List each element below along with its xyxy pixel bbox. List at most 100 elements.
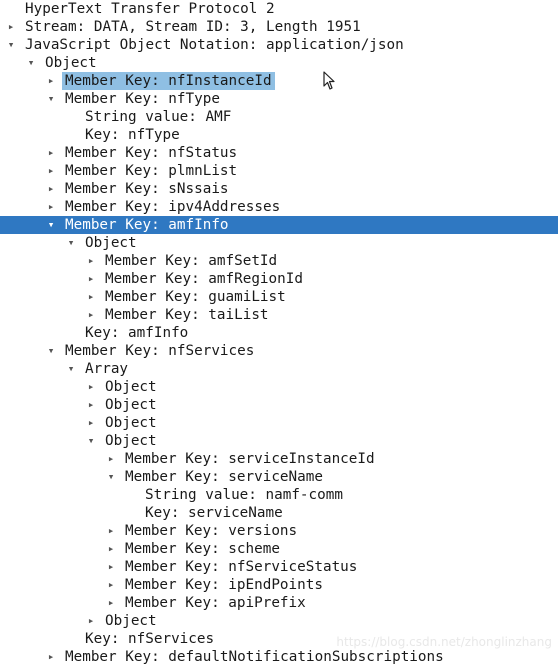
tree-row[interactable]: ▾ Member Key: amfInfo: [0, 216, 558, 234]
triangle-right-icon[interactable]: ▸: [47, 146, 55, 159]
tree-row-label: Member Key: amfSetId: [105, 253, 278, 269]
tree-row[interactable]: ▸ Member Key: ipv4Addresses: [0, 198, 558, 216]
tree-row[interactable]: HyperText Transfer Protocol 2: [0, 0, 558, 18]
triangle-down-icon[interactable]: ▾: [67, 236, 75, 249]
mouse-cursor-icon: [323, 71, 335, 90]
triangle-down-icon[interactable]: ▾: [27, 56, 35, 69]
tree-row-label: Member Key: nfType: [65, 91, 220, 107]
triangle-down-icon[interactable]: ▾: [67, 362, 75, 375]
tree-row[interactable]: ▸ Object: [0, 414, 558, 432]
tree-row[interactable]: ▸Member Key: amfRegionId: [0, 270, 558, 288]
tree-row-label: Member Key: serviceName: [125, 469, 323, 485]
tree-row[interactable]: ▸ Member Key: apiPrefix: [0, 594, 558, 612]
triangle-right-icon[interactable]: ▸: [47, 164, 55, 177]
tree-row-label: Member Key: ipEndPoints: [125, 577, 323, 593]
tree-row[interactable]: ▸ Member Key: nfServiceStatus: [0, 558, 558, 576]
triangle-right-icon[interactable]: ▸: [107, 560, 115, 573]
triangle-down-icon[interactable]: ▾: [47, 92, 55, 105]
tree-row[interactable]: ▸ Member Key: nfInstanceId: [0, 72, 558, 90]
tree-row[interactable]: ▸ Object: [0, 612, 558, 630]
tree-row[interactable]: Key: amfInfo: [0, 324, 558, 342]
triangle-right-icon[interactable]: ▸: [87, 254, 95, 267]
tree-row-label: Key: nfServices: [85, 631, 215, 647]
triangle-right-icon[interactable]: ▸: [7, 20, 15, 33]
triangle-right-icon[interactable]: ▸: [87, 290, 95, 303]
tree-row[interactable]: ▸ Member Key: taiList: [0, 306, 558, 324]
tree-row[interactable]: ▸Stream: DATA, Stream ID: 3, Length 1951: [0, 18, 558, 36]
triangle-down-icon[interactable]: ▾: [87, 434, 95, 447]
tree-row[interactable]: ▸ Member Key: sNssais: [0, 180, 558, 198]
tree-row[interactable]: Key: serviceName: [0, 504, 558, 522]
tree-row[interactable]: ▸Object: [0, 396, 558, 414]
triangle-right-icon[interactable]: ▸: [87, 308, 95, 321]
tree-row[interactable]: ▸ Member Key: versions: [0, 522, 558, 540]
tree-row[interactable]: ▸ Member Key: ipEndPoints: [0, 576, 558, 594]
tree-row-label: Member Key: versions: [125, 523, 298, 539]
tree-row[interactable]: ▸ Member Key: amfSetId: [0, 252, 558, 270]
tree-row-label: Member Key: amfInfo: [65, 217, 229, 233]
tree-row-label: String value: namf-comm: [145, 487, 343, 503]
tree-row[interactable]: ▸ Member Key: defaultNotificationSubscrip…: [0, 648, 558, 666]
tree-row[interactable]: ▾ Member Key: nfType: [0, 90, 558, 108]
tree-row-label: Member Key: taiList: [105, 307, 269, 323]
tree-row-label: Member Key: defaultNotificationSubscript…: [65, 649, 444, 665]
tree-row[interactable]: ▸ Member Key: nfStatus: [0, 144, 558, 162]
tree-row[interactable]: ▾ Member Key: serviceName: [0, 468, 558, 486]
triangle-right-icon[interactable]: ▸: [47, 182, 55, 195]
tree-row-label: HyperText Transfer Protocol 2: [25, 1, 275, 17]
triangle-right-icon[interactable]: ▸: [107, 596, 115, 609]
triangle-down-icon[interactable]: ▾: [7, 38, 15, 51]
triangle-down-icon[interactable]: ▾: [47, 218, 55, 231]
tree-row-label: Member Key: nfStatus: [65, 145, 238, 161]
triangle-down-icon[interactable]: ▾: [47, 344, 55, 357]
tree-row[interactable]: ▸ Member Key: guamiList: [0, 288, 558, 306]
triangle-right-icon[interactable]: ▸: [47, 650, 55, 663]
tree-row-label: Member Key: scheme: [125, 541, 280, 557]
tree-row[interactable]: ▾ Object: [0, 234, 558, 252]
tree-row-label: Member Key: nfServices: [65, 343, 255, 359]
tree-row[interactable]: ▾ JavaScript Object Notation: application…: [0, 36, 558, 54]
triangle-right-icon[interactable]: ▸: [87, 614, 95, 627]
tree-row-label: Object: [105, 613, 157, 629]
triangle-right-icon[interactable]: ▸: [87, 380, 95, 393]
tree-row-label: Object: [45, 55, 97, 71]
tree-row[interactable]: Key: nfType: [0, 126, 558, 144]
tree-row-label: Key: serviceName: [145, 505, 283, 521]
tree-row[interactable]: ▸ Member Key: serviceInstanceId: [0, 450, 558, 468]
tree-row[interactable]: String value: AMF: [0, 108, 558, 126]
tree-row[interactable]: Key: nfServices: [0, 630, 558, 648]
triangle-right-icon[interactable]: ▸: [47, 200, 55, 213]
triangle-right-icon[interactable]: ▸: [107, 578, 115, 591]
tree-row-label: Member Key: nfServiceStatus: [125, 559, 358, 575]
tree-row-label: Object: [105, 379, 157, 395]
tree-row-label: JavaScript Object Notation: application/…: [25, 37, 404, 53]
tree-row-label: Object: [105, 433, 157, 449]
tree-row-label: Key: nfType: [85, 127, 180, 143]
triangle-right-icon[interactable]: ▸: [107, 524, 115, 537]
triangle-right-icon[interactable]: ▸: [107, 452, 115, 465]
tree-row[interactable]: ▾ Object: [0, 432, 558, 450]
triangle-right-icon[interactable]: ▸: [87, 272, 95, 285]
tree-row[interactable]: ▾ Object: [0, 54, 558, 72]
tree-row-label: Member Key: apiPrefix: [125, 595, 306, 611]
tree-row-label: Member Key: sNssais: [65, 181, 229, 197]
tree-row[interactable]: String value: namf-comm: [0, 486, 558, 504]
tree-row-label: Object: [105, 415, 157, 431]
tree-row[interactable]: ▸ Member Key: scheme: [0, 540, 558, 558]
tree-row-label: Member Key: guamiList: [105, 289, 286, 305]
tree-row[interactable]: ▸Member Key: plmnList: [0, 162, 558, 180]
triangle-down-icon[interactable]: ▾: [107, 470, 115, 483]
tree-row[interactable]: ▾Array: [0, 360, 558, 378]
tree-row-label: Member Key: ipv4Addresses: [65, 199, 281, 215]
triangle-right-icon[interactable]: ▸: [47, 74, 55, 87]
triangle-right-icon[interactable]: ▸: [107, 542, 115, 555]
triangle-right-icon[interactable]: ▸: [87, 398, 95, 411]
tree-row-label: Member Key: serviceInstanceId: [125, 451, 375, 467]
tree-row[interactable]: ▾ Member Key: nfServices: [0, 342, 558, 360]
tree-row-label: Object: [85, 235, 137, 251]
tree-row-label: Member Key: nfInstanceId: [62, 72, 275, 90]
triangle-right-icon[interactable]: ▸: [87, 416, 95, 429]
tree-row[interactable]: ▸ Object: [0, 378, 558, 396]
tree-row-label: String value: AMF: [85, 109, 232, 125]
